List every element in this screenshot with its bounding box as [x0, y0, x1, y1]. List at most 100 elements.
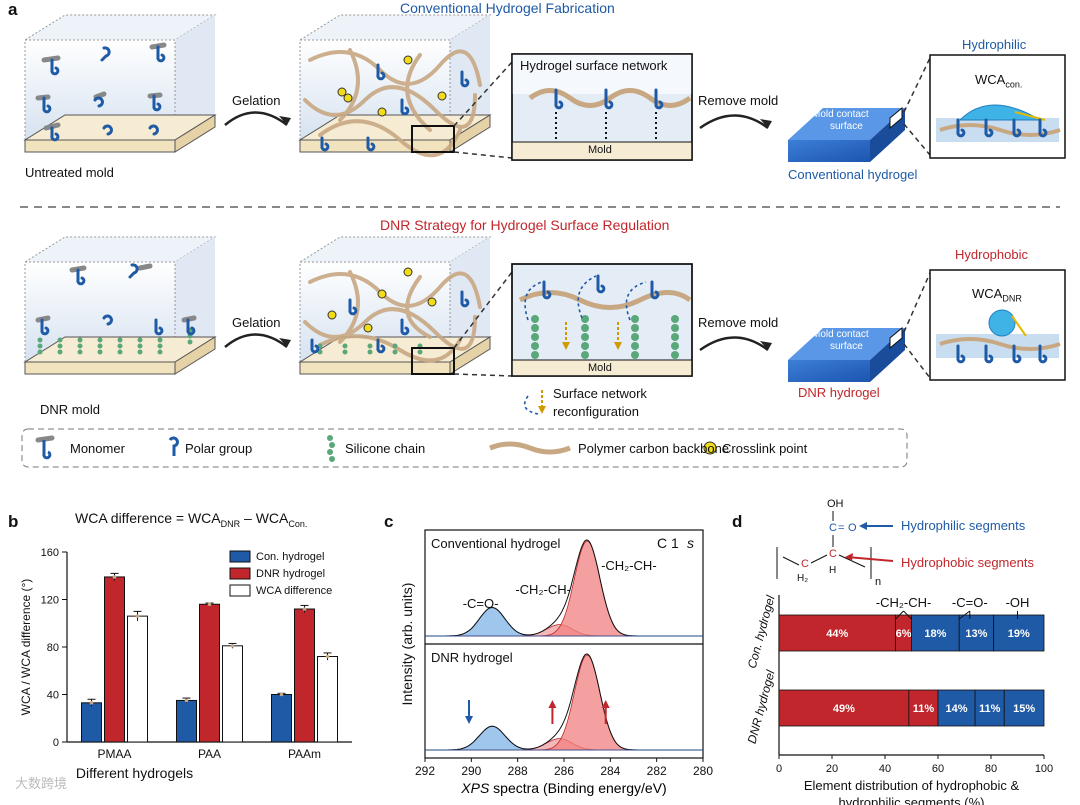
data-point [230, 644, 235, 648]
reconfig-zoom [511, 263, 693, 377]
data-point [112, 575, 117, 579]
legend-polar-group-icon [168, 436, 179, 456]
gelation-label-1: Gelation [232, 93, 281, 108]
segment-0 [778, 614, 896, 652]
hydrophobic-wca-box [929, 269, 1066, 381]
segment-4 [993, 614, 1045, 652]
oh-label: OH [827, 498, 844, 510]
peak-ch-mid-label: -CH₂-CH- [515, 582, 571, 597]
mold-contact-2b: surface [830, 341, 863, 352]
hydrophobic-segments-label: Hydrophobic segments [901, 555, 1034, 570]
x-tick-label: 100 [1035, 763, 1053, 775]
segment-label: 13% [965, 628, 987, 640]
up-arrow-head [601, 700, 610, 708]
h2-label: H₂ [797, 573, 808, 584]
surface-network-label: Hydrogel surface network [520, 58, 668, 73]
legend-monomer: Monomer [70, 441, 125, 456]
wca-con-label: WCAcon. [975, 72, 1023, 90]
conventional-hydrogel-block [788, 106, 905, 162]
bar-0 [81, 702, 102, 743]
legend-swatch [229, 584, 251, 597]
dnr-hydrogel-block [788, 326, 905, 382]
backbone-c1: C [801, 558, 809, 570]
conv-title: Conventional Hydrogel Fabrication [400, 0, 615, 16]
surface-network-zoom [511, 53, 693, 161]
peak-ch-right-label: -CH₂-CH- [601, 558, 657, 573]
bar-0 [271, 694, 292, 743]
legend-label: DNR hydrogel [256, 568, 325, 580]
segment-2 [911, 614, 960, 652]
legend-label: Con. hydrogel [256, 551, 325, 563]
segment-label: 18% [924, 628, 946, 640]
x-tick-label: 80 [985, 763, 997, 775]
bar-1 [294, 608, 315, 743]
legend-crosslink-icon [703, 441, 717, 455]
backbone-c2: C [829, 548, 837, 560]
untreated-mold-label: Untreated mold [25, 165, 114, 180]
row-label: Con. hydrogel [745, 594, 778, 670]
x-tick-label: 0 [776, 763, 782, 775]
bar-2 [317, 656, 338, 743]
segment-label: 11% [913, 703, 935, 715]
legend-polar-group: Polar group [185, 441, 253, 456]
n-label: n [875, 576, 881, 588]
panel-a-schematic [20, 14, 1066, 468]
x-tick-label: PMAA [97, 747, 131, 761]
legend-crosslink: Crosslink point [722, 441, 808, 456]
remove-mold-arrow-2 [699, 336, 769, 352]
segment-label: 44% [826, 628, 848, 640]
bar-2 [222, 645, 243, 743]
peak-co-label: -C=O- [463, 596, 499, 611]
untreated-mold-box [23, 14, 217, 153]
segment-label: 49% [833, 703, 855, 715]
data-point [207, 602, 212, 607]
bond [782, 556, 800, 566]
x-tick-label: PAA [198, 747, 221, 761]
segment-2 [937, 689, 976, 727]
panel-label-d: d [732, 512, 743, 531]
segment-label: 15% [1013, 703, 1035, 715]
x-tick-label: 280 [693, 764, 713, 778]
y-axis-label: WCA / WCA difference (°) [19, 579, 33, 716]
mold-contact-1b: surface [830, 121, 863, 132]
x-tick-label: 290 [461, 764, 481, 778]
carbonyl-o: O [848, 522, 857, 534]
wca-formula: WCA difference = WCADNR – WCACon. [75, 510, 308, 529]
legend-swatch [229, 550, 251, 563]
gelation-arrow-1 [224, 111, 288, 126]
conventional-hydrogel-label: Conventional hydrogel [788, 167, 918, 182]
x-tick-label: 60 [932, 763, 944, 775]
segment-annotation: -OH [1006, 595, 1030, 610]
legend-silicone-chain: Silicone chain [345, 441, 426, 456]
hydrophobic-arrowhead [845, 553, 853, 561]
annotation-pointer [958, 610, 971, 620]
hydrophilic-label: Hydrophilic [962, 37, 1027, 52]
peak-ch-major [425, 654, 703, 751]
dnr-mold-box [23, 236, 217, 375]
panel-label-a: a [8, 0, 18, 19]
dnr-gel-box [298, 236, 492, 375]
x-axis-label: XPS spectra (Binding energy/eV) [460, 780, 666, 796]
legend-backbone: Polymer carbon backbone [578, 441, 730, 456]
x-axis-label-2: hydrophilic segments (%) [839, 795, 985, 805]
y-axis-label: Intensity (arb. units) [399, 583, 415, 706]
legend-swatch [229, 567, 251, 580]
x-axis-label: Different hydrogels [76, 765, 193, 781]
row-label: DNR hydrogel [745, 668, 778, 745]
data-point [325, 654, 330, 659]
mold-label-2: Mold [588, 362, 612, 374]
x-tick-label: 284 [600, 764, 620, 778]
hydrophilic-wca-box [929, 54, 1066, 159]
segment-label: 6% [896, 628, 912, 640]
legend-label: WCA difference [256, 585, 332, 597]
mold-contact-2a: Mold contact [812, 329, 869, 340]
wca-dnr-label: WCADNR [972, 286, 1022, 304]
legend-backbone-icon [489, 441, 571, 455]
watermark: 大数跨境 [15, 776, 68, 791]
x-tick-label: 282 [647, 764, 667, 778]
x-tick-label: 40 [879, 763, 891, 775]
y-tick-label: 40 [47, 690, 59, 702]
hydrophobic-arrow [846, 556, 894, 562]
data-point [279, 692, 284, 697]
